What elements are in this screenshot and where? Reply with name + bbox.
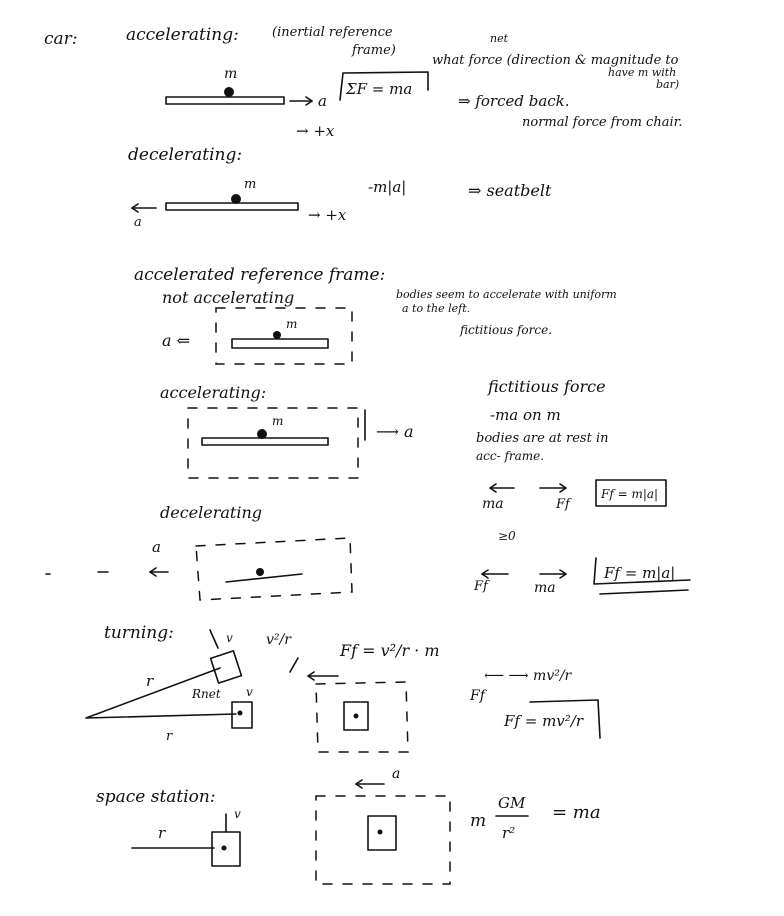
frame-box-2-bar (201, 437, 329, 446)
frame-box-3-bar (225, 573, 303, 583)
ff-box-1-equation: Ff = m|a| (600, 487, 658, 501)
ff-label-3: Ff (469, 688, 488, 704)
radius-label-2: r (166, 729, 173, 744)
frame-box-1-mass: m (286, 317, 297, 331)
gravity-denominator: r² (502, 824, 515, 842)
decel-answer: ⇒ seatbelt (468, 181, 552, 200)
v-squared-over-r: v²/r (266, 632, 292, 648)
question-line-2: have m with (608, 66, 676, 79)
ff-box-3-equation: Ff = mv²/r (503, 712, 584, 730)
fictitious-force-equation: -ma on m (490, 406, 561, 424)
frame-box-1 (215, 307, 353, 365)
car-heading: car: (44, 29, 78, 49)
ma-label-1: ma (482, 496, 504, 512)
space-station-heading: space station: (96, 787, 216, 807)
frame-box-4 (315, 681, 409, 753)
car-box-1 (209, 650, 243, 684)
decel-car-bar (165, 202, 299, 211)
station-velocity-label: v (234, 807, 241, 821)
station-inner-box (367, 815, 397, 851)
car-box-3-dot (353, 713, 359, 719)
frame-box-3 (195, 537, 353, 601)
station-radius-label: r (158, 824, 166, 842)
ff-box-1 (595, 479, 667, 507)
frame-box-2-dot (257, 429, 267, 439)
station-accel-arrow (355, 779, 385, 789)
frame-note-line-2: a to the left. (402, 302, 470, 315)
mass-dot (224, 87, 234, 97)
accel-label: a (318, 92, 327, 110)
fictitious-note-1: bodies are at rest in (476, 431, 609, 446)
decelerating-frame-label: decelerating (160, 503, 262, 522)
force-arrows-2 (481, 569, 567, 579)
car-bar (165, 96, 285, 105)
gravity-m: m (470, 811, 486, 831)
frame-box-5 (315, 795, 451, 885)
answer-line-1: ⇒ forced back. (458, 92, 570, 110)
frame-box-2 (187, 407, 359, 479)
zero-mark: ≥0 (498, 529, 516, 543)
radius-label-1: r (146, 672, 154, 690)
frame-box-3-dot (256, 568, 264, 576)
accel-arrow (289, 96, 313, 106)
decel-mass-label: m (244, 177, 256, 192)
car-box-3 (343, 701, 369, 731)
frame-box-1-accel: a ⇐ (162, 331, 190, 350)
car-box-2-dot (237, 710, 243, 716)
decel-mass-dot (231, 194, 241, 204)
accelerated-frame-heading: accelerated reference frame: (134, 265, 385, 285)
force-arrows-1 (489, 483, 567, 493)
decelerating-label: decelerating: (128, 145, 242, 165)
frame-box-1-bar (231, 338, 329, 349)
accelerating-frame-label: accelerating: (160, 383, 266, 402)
velocity-label-1: v (226, 631, 233, 645)
frame-note-1: (inertial reference (272, 25, 393, 40)
question-net: net (490, 32, 509, 45)
station-accel-label: a (392, 766, 400, 782)
station-car-dot (221, 845, 227, 851)
frame-box-2-mass: m (272, 414, 283, 428)
frame-note-2: frame) (351, 43, 396, 58)
net-force-equation: ΣF = ma (345, 80, 412, 98)
turning-heading: turning: (104, 623, 174, 643)
question-line-3: bar) (656, 78, 679, 91)
decel-x-label: → +x (308, 206, 347, 224)
velocity-line-1 (209, 629, 219, 649)
decel-equation: -m|a| (368, 178, 406, 196)
ff-label-1: Ff (555, 497, 572, 512)
equation-box: ΣF = ma (339, 71, 429, 101)
ma-label-2: ma (534, 580, 556, 596)
fictitious-note-2: acc- frame. (476, 449, 544, 463)
ff-box-3: Ff = mv²/r (503, 699, 601, 739)
frame-note-line-3: fictitious force. (459, 323, 552, 337)
centripetal-arrow (289, 657, 339, 681)
rnet-label: Rnet (191, 687, 221, 701)
frame-note-line-1: bodies seem to accelerate with uniform (396, 288, 617, 301)
decel-accel-arrow (131, 203, 157, 213)
frame-box-2-arrow: ⟶ a (376, 422, 414, 441)
mass-label: m (224, 66, 237, 82)
ff-box-2-equation: Ff = m|a| (603, 564, 675, 582)
plus-x-label: → +x (296, 122, 335, 140)
answer-line-2: normal force from chair. (522, 115, 683, 130)
car-box-2 (231, 701, 253, 729)
velocity-label-2: v (246, 685, 253, 699)
decel-accel-label: a (134, 215, 142, 230)
question-line-1: what force (direction & magnitude to (432, 53, 679, 68)
gravity-numerator: GM (498, 794, 526, 812)
frame-box-1-dot (273, 331, 281, 339)
accelerating-label: accelerating: (126, 25, 239, 45)
decel-frame-accel: a (152, 538, 161, 556)
gravity-equation: = ma (552, 802, 601, 823)
decel-frame-arrow (149, 567, 169, 577)
ff-equation: Ff = v²/r · m (339, 641, 440, 660)
turning-triangle (85, 667, 237, 719)
fictitious-force-title: fictitious force (487, 377, 606, 396)
ff-box-2: Ff = m|a| (593, 557, 691, 595)
ff-arrows: ⟵ ⟶ mv²/r (484, 668, 573, 684)
not-accelerating-label: not accelerating (162, 288, 294, 307)
ff-label-2: Ff (473, 579, 490, 594)
station-inner-dot (377, 829, 383, 835)
